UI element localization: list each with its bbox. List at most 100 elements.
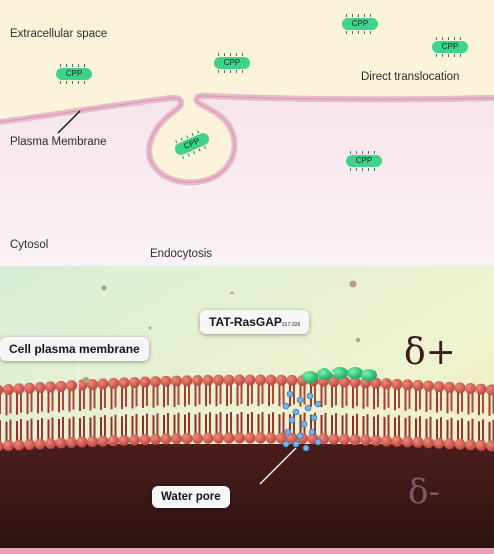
water-molecule: [304, 404, 312, 412]
lipid-head: [181, 433, 193, 445]
peptide-subscript: 317-326: [281, 322, 301, 328]
water-molecule: [308, 428, 316, 436]
lipid-head: [370, 377, 382, 389]
lipid-head: [223, 432, 235, 444]
water-pore-diagram-panel: Cell plasma membrane TAT-RasGAP317-326 W…: [0, 266, 494, 554]
lipid-head: [108, 377, 119, 389]
water-molecule: [292, 440, 300, 448]
extracellular-space-label: Extracellular space: [10, 28, 108, 40]
lipid-head: [276, 374, 287, 386]
lipid-head: [423, 437, 434, 449]
lipid-head: [339, 376, 350, 388]
lipid-head: [129, 376, 140, 388]
floating-particle: [101, 285, 107, 291]
lipid-head: [192, 374, 203, 386]
tat-rasgap-peptide-bead: [347, 367, 363, 379]
lipid-head: [3, 440, 14, 452]
lipid-head: [129, 434, 140, 446]
lipid-head: [328, 433, 340, 445]
cpp-molecule-cytosol: CPP: [346, 151, 382, 171]
lipid-head: [108, 435, 119, 447]
lipid-head: [402, 436, 413, 448]
negative-charge-symbol: δ-: [408, 472, 440, 512]
water-molecule: [296, 432, 304, 440]
lipid-head: [171, 375, 182, 387]
lipid-head: [444, 381, 455, 393]
lipid-head: [87, 436, 98, 448]
water-pore-label: Water pore: [152, 486, 230, 508]
water-molecule: [306, 392, 314, 400]
lipid-head: [465, 439, 476, 451]
water-molecule: [314, 400, 322, 408]
lipid-head: [402, 379, 413, 391]
lipid-head: [381, 435, 392, 447]
lipid-head: [24, 439, 35, 451]
lipid-head: [349, 376, 361, 388]
lipid-head: [391, 378, 403, 390]
lipid-head: [171, 433, 182, 445]
lipid-head: [24, 382, 35, 394]
water-molecule: [292, 408, 300, 416]
lipid-head: [0, 385, 4, 396]
lipid-head: [370, 435, 382, 447]
lipid-head: [433, 381, 445, 393]
cpp-molecule: CPP: [214, 53, 250, 73]
water-molecule: [310, 414, 318, 422]
lipid-head: [475, 439, 487, 451]
positive-charge-symbol: δ+: [404, 332, 456, 373]
lipid-head: [234, 432, 245, 444]
lipid-head: [444, 438, 455, 450]
tat-rasgap-peptide-bead: [361, 369, 377, 381]
lipid-head: [454, 382, 466, 394]
membrane-pointer-line: [57, 110, 81, 134]
water-molecule: [300, 420, 308, 428]
lipid-head: [76, 436, 88, 448]
water-pore-pointer: [259, 447, 297, 485]
endocytosis-label: Endocytosis: [150, 248, 213, 260]
lipid-head: [3, 383, 14, 395]
lipid-head: [423, 380, 434, 392]
water-molecule: [286, 390, 294, 398]
floating-particle: [230, 291, 234, 295]
water-molecule: [302, 444, 310, 452]
lipid-head: [118, 377, 130, 389]
lipid-head: [160, 433, 172, 445]
lipid-head: [286, 374, 298, 386]
lipid-head: [181, 375, 193, 387]
lipid-head: [244, 432, 256, 444]
endocytosis-diagram-panel: Extracellular space Direct translocation…: [0, 0, 494, 264]
direct-translocation-label: Direct translocation: [361, 71, 460, 83]
lipid-head: [265, 374, 277, 386]
tat-rasgap-label: TAT-RasGAP317-326: [200, 310, 310, 334]
lipid-head: [234, 374, 245, 386]
lipid-head: [97, 435, 109, 447]
lipid-head: [213, 374, 224, 386]
water-molecule: [288, 416, 296, 424]
lipid-head: [87, 378, 98, 390]
floating-particle: [349, 280, 357, 288]
floating-particle: [82, 376, 90, 384]
lipid-head: [360, 434, 371, 446]
plasma-membrane-edge: [0, 95, 494, 183]
lipid-head: [0, 440, 4, 452]
lipid-head: [150, 376, 161, 388]
lipid-head: [328, 375, 340, 387]
water-molecule: [284, 428, 292, 436]
lipid-head: [244, 374, 256, 386]
endocytosis-illustration: [0, 0, 494, 264]
lipid-head: [34, 381, 46, 393]
cytosol-region: [0, 95, 494, 264]
lipid-head: [150, 433, 161, 445]
lipid-head: [45, 437, 56, 449]
cpp-molecule: CPP: [56, 64, 92, 84]
tat-rasgap-peptide-bead: [317, 368, 333, 380]
lipid-head: [486, 384, 494, 396]
lipid-head: [223, 374, 235, 386]
lipid-head: [97, 378, 109, 390]
cell-interior-background: [0, 444, 494, 554]
lipid-head: [213, 432, 224, 444]
peptide-name: TAT-RasGAP: [209, 315, 282, 329]
tat-rasgap-peptide-bead: [302, 371, 318, 383]
lipid-head: [55, 437, 67, 449]
lipid-head: [465, 383, 476, 395]
